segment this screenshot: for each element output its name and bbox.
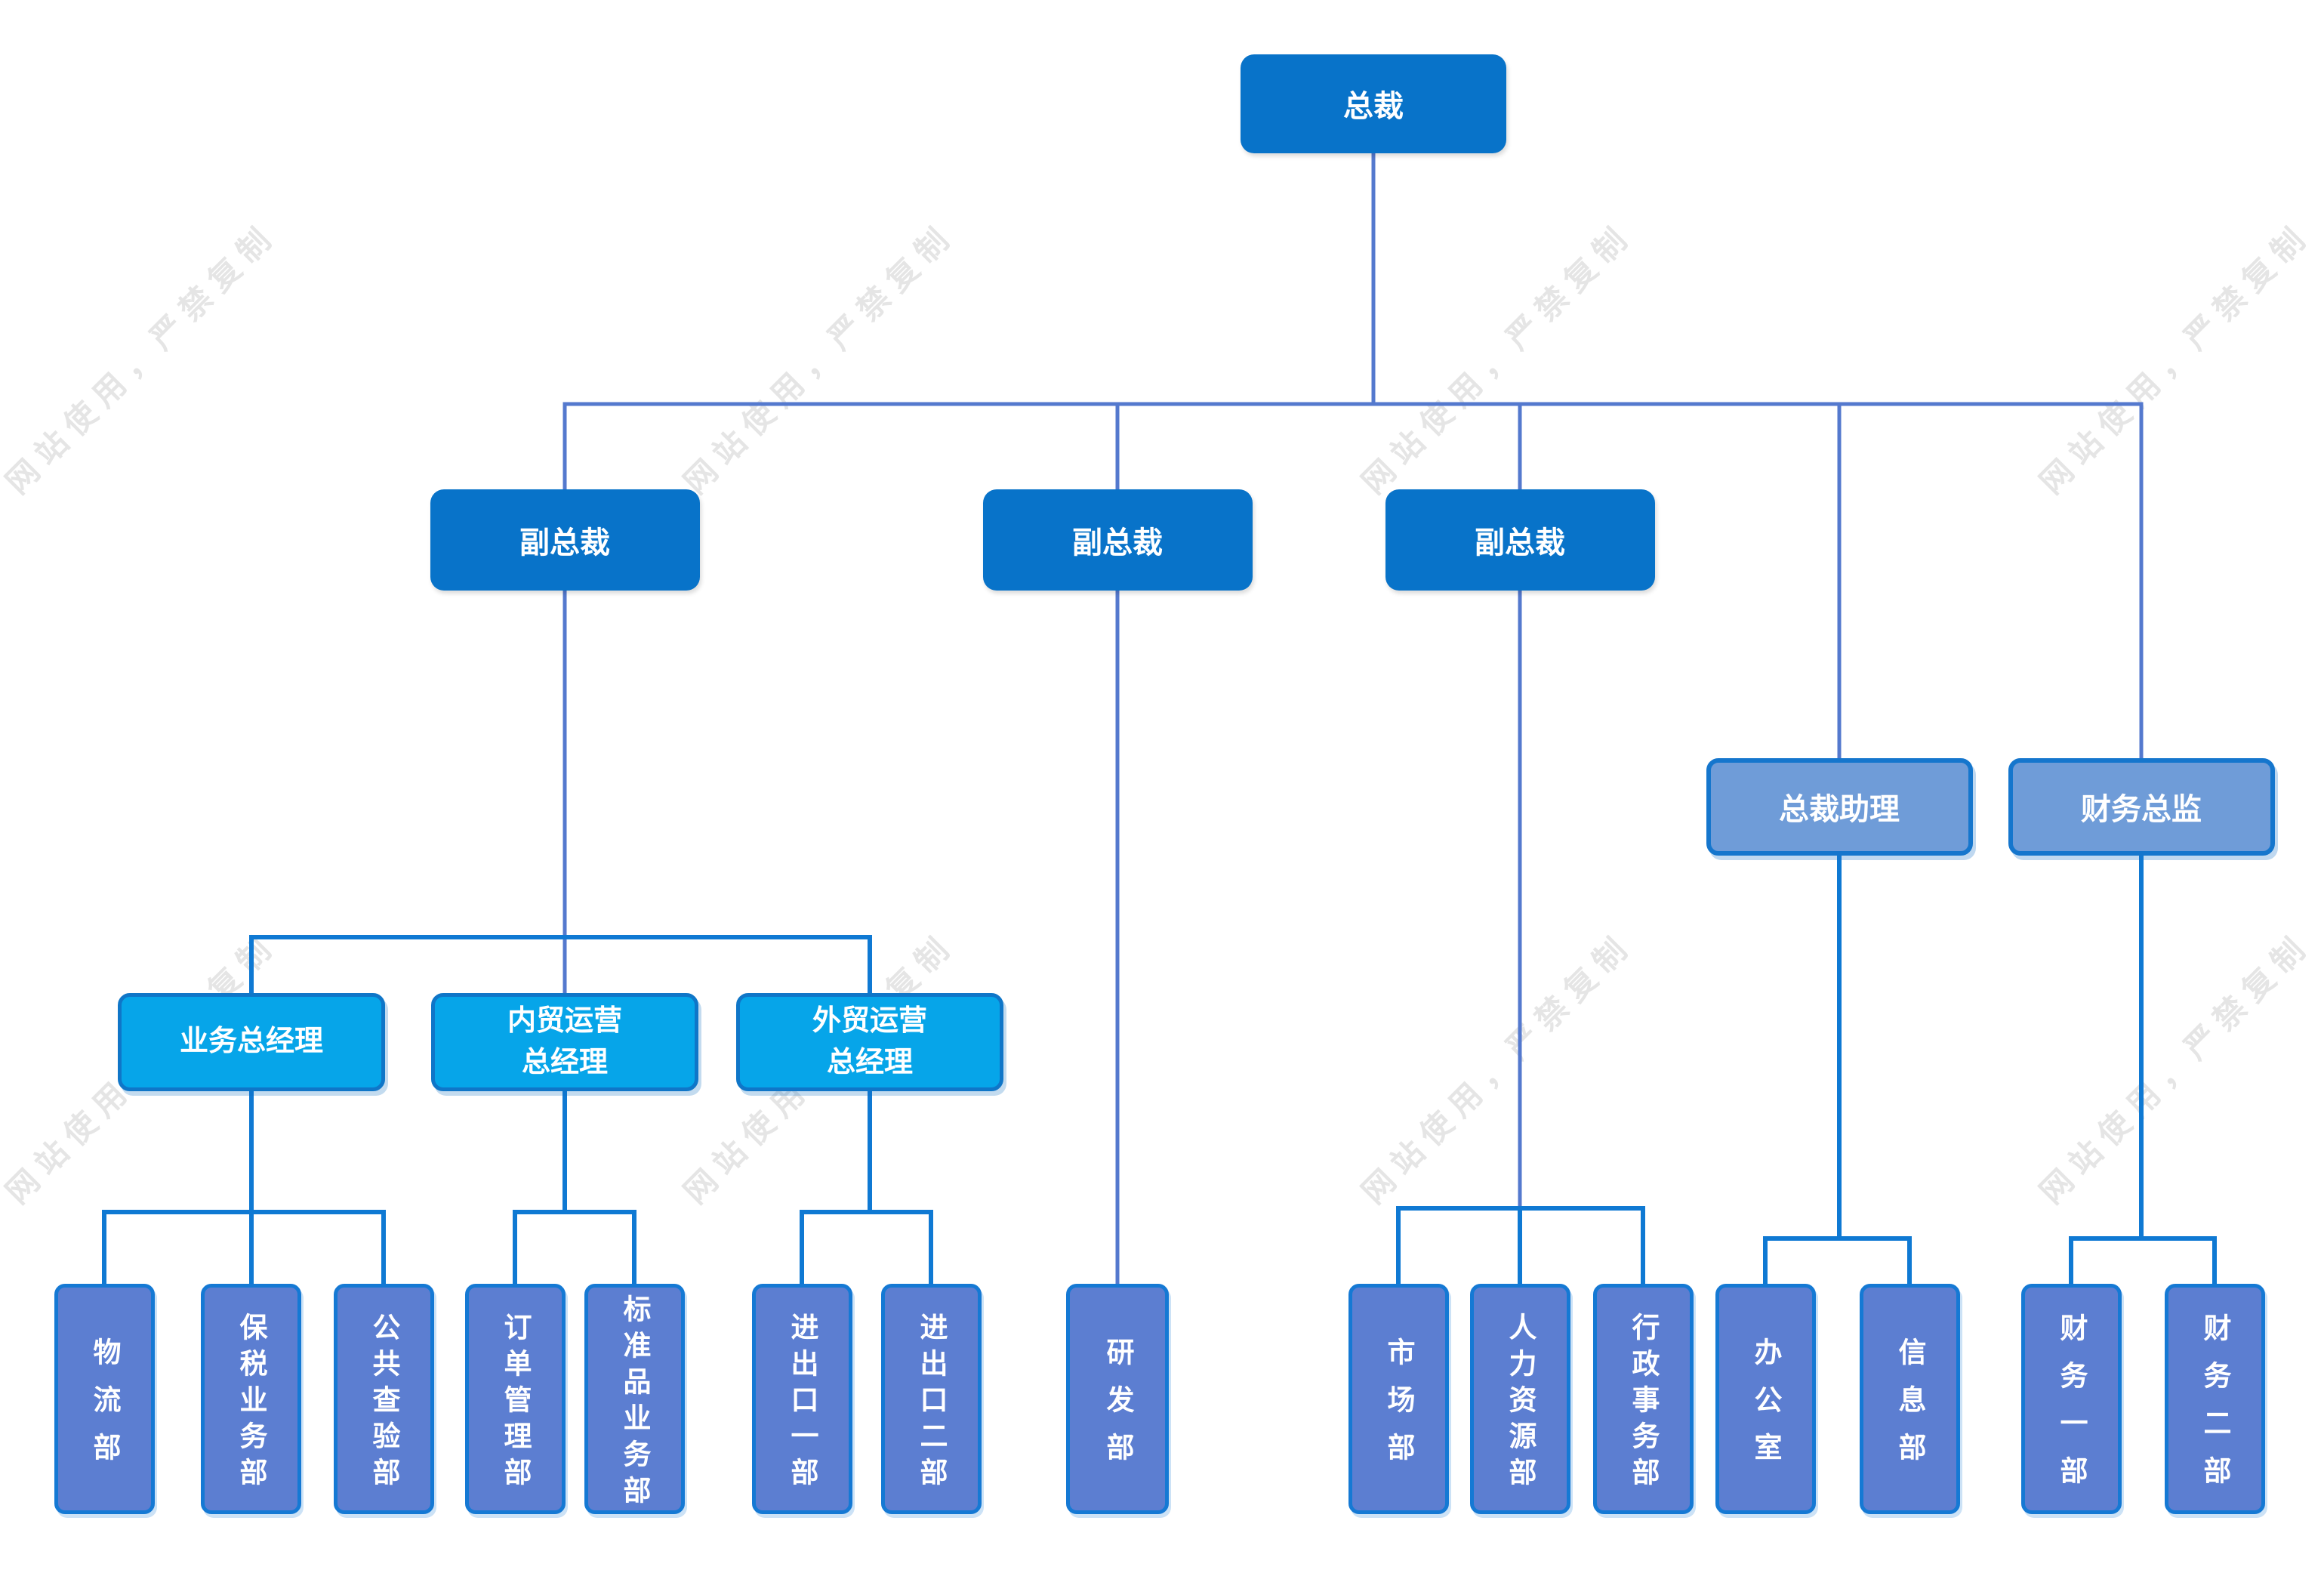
org-node-label: 内贸运营 总经理 bbox=[507, 1004, 622, 1078]
org-node-admin[interactable]: 行政事务部 bbox=[1592, 1283, 1694, 1514]
org-node-label: 外贸运营 总经理 bbox=[812, 1004, 927, 1078]
org-node-cfo[interactable]: 财务总监 bbox=[2008, 757, 2275, 856]
org-node-label: 标准品业务部 bbox=[619, 1294, 650, 1512]
org-node-marketing[interactable]: 市场部 bbox=[1348, 1283, 1449, 1514]
org-node-logistics[interactable]: 物流部 bbox=[54, 1283, 155, 1514]
org-node-label: 进出口一部 bbox=[787, 1312, 818, 1494]
org-node-label: 办公室 bbox=[1750, 1337, 1781, 1480]
org-node-label: 研发部 bbox=[1102, 1337, 1133, 1480]
org-node-finance1[interactable]: 财务一部 bbox=[2020, 1283, 2122, 1514]
org-node-gm-business[interactable]: 业务总经理 bbox=[118, 993, 385, 1091]
org-node-it[interactable]: 信息部 bbox=[1859, 1283, 1960, 1514]
org-node-label: 总裁 bbox=[1343, 90, 1404, 123]
org-node-ceo[interactable]: 总裁 bbox=[1241, 54, 1506, 153]
org-node-office[interactable]: 办公室 bbox=[1715, 1283, 1816, 1514]
org-node-label: 人力资源部 bbox=[1505, 1312, 1536, 1494]
org-node-gm-foreign[interactable]: 外贸运营 总经理 bbox=[736, 993, 1003, 1091]
org-node-inspection[interactable]: 公共查验部 bbox=[333, 1283, 434, 1514]
org-node-hr[interactable]: 人力资源部 bbox=[1469, 1283, 1570, 1514]
org-node-bonded[interactable]: 保税业务部 bbox=[200, 1283, 301, 1514]
org-node-label: 市场部 bbox=[1383, 1337, 1414, 1480]
org-node-label: 物流部 bbox=[89, 1337, 120, 1480]
org-node-label: 信息部 bbox=[1894, 1337, 1925, 1480]
org-node-assistant[interactable]: 总裁助理 bbox=[1706, 757, 1973, 856]
org-node-standard[interactable]: 标准品业务部 bbox=[584, 1283, 685, 1514]
org-node-label: 副总裁 bbox=[519, 526, 610, 560]
org-node-label: 财务二部 bbox=[2199, 1313, 2230, 1504]
org-node-label: 副总裁 bbox=[1475, 526, 1565, 560]
org-node-label: 行政事务部 bbox=[1628, 1312, 1659, 1494]
org-node-label: 副总裁 bbox=[1072, 526, 1163, 560]
org-node-finance2[interactable]: 财务二部 bbox=[2164, 1283, 2265, 1514]
org-node-label: 业务总经理 bbox=[179, 1026, 323, 1058]
org-node-vp3[interactable]: 副总裁 bbox=[1385, 489, 1655, 591]
org-node-import2[interactable]: 进出口二部 bbox=[880, 1283, 982, 1514]
org-node-gm-domestic[interactable]: 内贸运营 总经理 bbox=[431, 993, 698, 1091]
org-node-label: 财务一部 bbox=[2056, 1313, 2087, 1504]
org-node-rnd[interactable]: 研发部 bbox=[1066, 1283, 1169, 1514]
org-node-vp1[interactable]: 副总裁 bbox=[430, 489, 700, 591]
org-node-label: 公共查验部 bbox=[368, 1312, 399, 1494]
org-node-label: 保税业务部 bbox=[236, 1312, 267, 1494]
org-node-label: 财务总监 bbox=[2081, 793, 2202, 826]
org-node-import1[interactable]: 进出口一部 bbox=[751, 1283, 852, 1514]
org-node-label: 订单管理部 bbox=[500, 1312, 531, 1494]
org-node-label: 总裁助理 bbox=[1779, 793, 1900, 826]
org-node-label: 进出口二部 bbox=[916, 1312, 947, 1494]
org-node-orders[interactable]: 订单管理部 bbox=[464, 1283, 566, 1514]
org-node-vp2[interactable]: 副总裁 bbox=[982, 489, 1253, 591]
